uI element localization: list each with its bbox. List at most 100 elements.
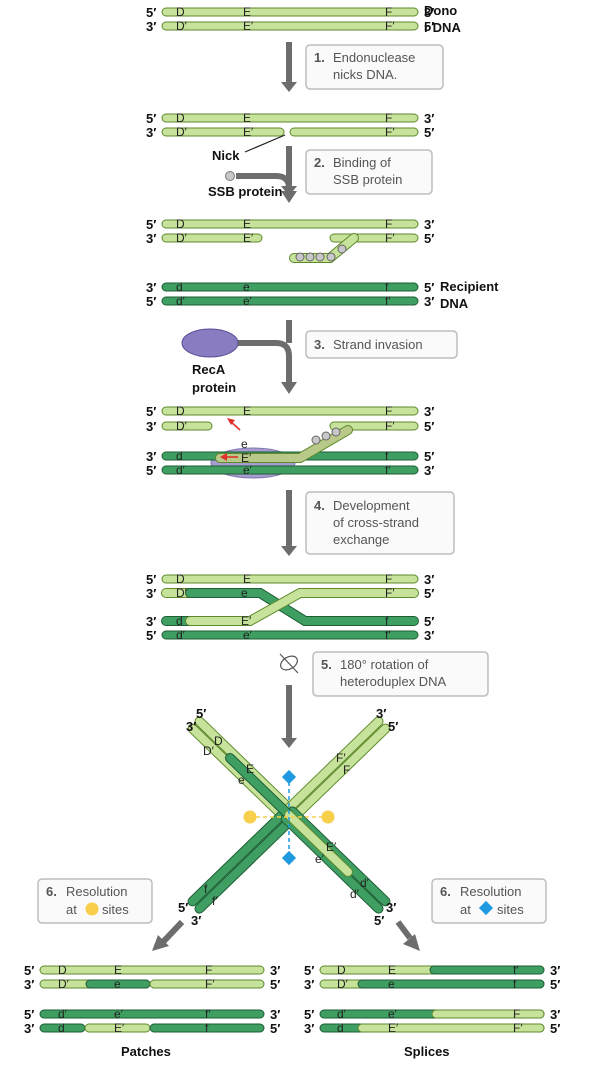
strand-end-label: 5′ (424, 125, 434, 140)
arm-bottom-right-a (281, 814, 383, 913)
step-1-number: 1. (314, 50, 325, 65)
region-label: d (58, 1021, 65, 1035)
region-label-E: E (243, 572, 251, 586)
arm-top-right-b (281, 717, 383, 816)
region-label: f (513, 977, 517, 991)
region-label-F: F (343, 763, 350, 777)
step-4-line-2: of cross-strand (333, 515, 419, 530)
step-6a-line-3: sites (102, 902, 129, 917)
strand-end-label: 5′ (304, 1007, 314, 1022)
strand-end-label: 3′ (24, 977, 34, 992)
region-label: E′ (114, 1021, 125, 1035)
region-label-F: F (385, 111, 392, 125)
donor-strand-bottom (161, 21, 419, 31)
donor-strand-top (161, 113, 419, 123)
region-label: d′ (337, 1007, 347, 1021)
recipient-strand-top (161, 282, 419, 292)
strand-end-label: 5′ (146, 217, 156, 232)
region-label-E: E′ (241, 614, 252, 628)
ssb-bead (315, 252, 325, 262)
arm-top-left-b (195, 717, 297, 816)
region-label-F: F′ (385, 419, 395, 433)
donor-strand-top (161, 574, 419, 584)
strand-end-label: 3′ (146, 586, 156, 601)
step-3-number: 3. (314, 337, 325, 352)
recipient-label-2: DNA (440, 296, 469, 311)
region-label-E: E′ (241, 451, 252, 465)
splice-strand-4b (357, 1023, 545, 1033)
region-label-f: f′ (385, 463, 391, 477)
donor-strand-bottom-left (161, 233, 263, 243)
strand-end-label: 3′ (146, 19, 156, 34)
region-label-E: E′ (326, 840, 337, 854)
strand-end-label: 3′ (146, 614, 156, 629)
strand-end-label: 5′ (178, 900, 188, 915)
region-label-e: e (238, 773, 245, 787)
step-2-line-2: SSB protein (333, 172, 402, 187)
region-label: F′ (513, 1021, 523, 1035)
region-label: f′ (513, 963, 519, 977)
region-label-F: F′ (336, 751, 346, 765)
region-label: f (205, 1021, 209, 1035)
ssb-bead (295, 252, 305, 262)
region-label: E (114, 963, 122, 977)
region-label-F: F′ (385, 19, 395, 33)
strand-end-label: 5′ (270, 1021, 280, 1036)
step-6a-line-1: Resolution (66, 884, 127, 899)
region-label-E: E (243, 404, 251, 418)
ssb-bead (331, 427, 341, 437)
strand-end-label: 5′ (196, 706, 206, 721)
step-6b-line-3: sites (497, 902, 524, 917)
strand-end-label: 5′ (550, 1021, 560, 1036)
reca-label-1: RecA (192, 362, 226, 377)
strand-end-label: 3′ (24, 1021, 34, 1036)
strand-end-label: 5′ (424, 419, 434, 434)
strand-end-label: 5′ (550, 977, 560, 992)
ssb-bead (337, 244, 347, 254)
svg-text:1.: 1. (314, 50, 325, 65)
strand-end-label: 5′ (24, 963, 34, 978)
donor-strand-bottom-right (289, 127, 419, 137)
region-label: D′ (58, 977, 70, 991)
invading-strand (216, 426, 352, 462)
step-6b-number: 6. (440, 884, 451, 899)
strand-end-label: 3′ (424, 111, 434, 126)
region-label: D (337, 963, 346, 977)
region-label-E: E′ (243, 19, 254, 33)
region-label-F: F (385, 217, 392, 231)
region-label-D: D (176, 5, 185, 19)
ssb-arrow-head (281, 191, 297, 203)
arrow-step-2-head (281, 186, 297, 196)
arrow-to-splices-head (403, 934, 420, 951)
rotation-axis (279, 653, 299, 674)
splice-strand-3b (431, 1009, 545, 1019)
step-2-box: 2. Binding of SSB protein (305, 149, 433, 195)
arm-bottom-left-a (188, 807, 290, 906)
patch-strand-3 (39, 1009, 265, 1019)
region-label: D (58, 963, 67, 977)
step-5-number: 5. (321, 657, 332, 672)
region-label-D: D (176, 111, 185, 125)
region-label-D: D′ (203, 744, 215, 758)
region-label: e′ (388, 1007, 398, 1021)
region-label-e: e′ (243, 628, 253, 642)
region-label: d (337, 1021, 344, 1035)
region-label-F: F (385, 5, 392, 19)
strand-end-label: 5′ (146, 5, 156, 20)
arm-top-left-dark (226, 754, 293, 819)
yellow-site-icon (321, 810, 335, 824)
ssb-bead (311, 435, 321, 445)
strand-end-label: 3′ (304, 977, 314, 992)
region-label-F: F′ (385, 125, 395, 139)
strand-end-label: 3′ (550, 1007, 560, 1022)
region-label-d: d (176, 614, 183, 628)
step-5-box: 5. 180° rotation of heteroduplex DNA (312, 651, 489, 697)
region-label-f: f′ (385, 628, 391, 642)
region-label-f: f (385, 280, 389, 294)
strand-end-label: 5′ (424, 19, 434, 34)
step-2-number: 2. (314, 155, 325, 170)
region-label-e: e (241, 586, 248, 600)
region-label-e: e (241, 437, 248, 451)
donor-strand-top (161, 406, 419, 416)
